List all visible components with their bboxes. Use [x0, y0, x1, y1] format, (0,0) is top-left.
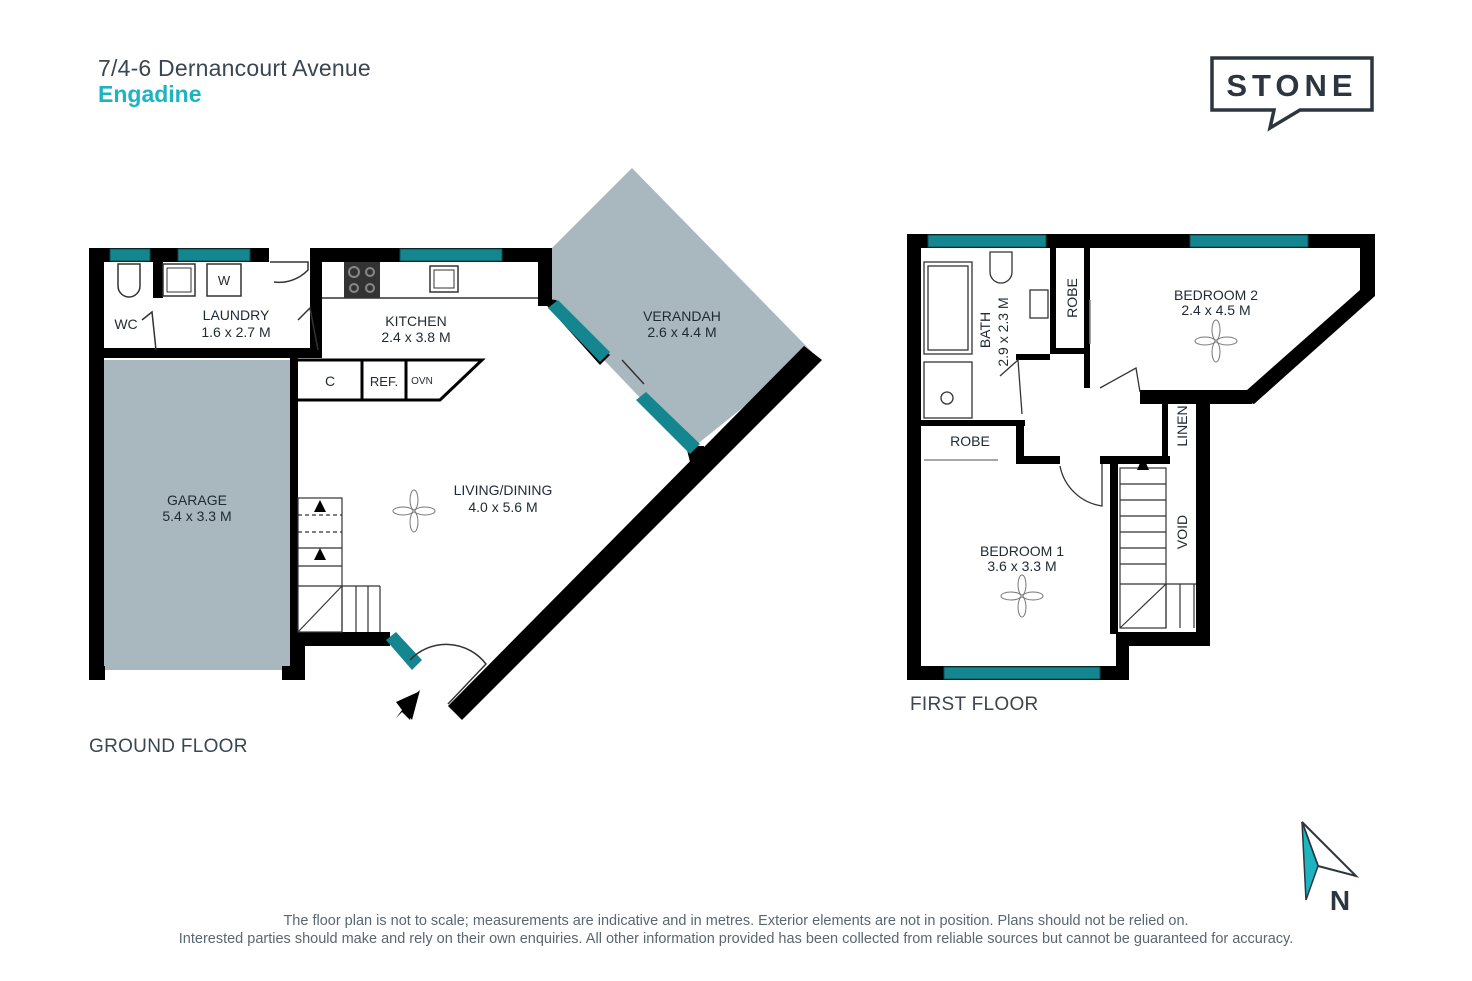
room-dims-bedroom2: 2.4 x 4.5 M [1181, 302, 1250, 318]
room-label-garage: GARAGE [167, 492, 227, 508]
room-dims-bath: 2.9 x 2.3 M [995, 297, 1011, 366]
room-label-bedroom2: BEDROOM 2 [1174, 287, 1258, 303]
disclaimer-line-2: Interested parties should make and rely … [178, 931, 1294, 947]
fixture-cupboard: C [325, 373, 335, 389]
room-label-bedroom1: BEDROOM 1 [980, 543, 1064, 559]
compass-letter: N [1330, 885, 1350, 914]
property-suburb: Engadine [98, 81, 202, 107]
disclaimer-line-1: The floor plan is not to scale; measurem… [283, 913, 1189, 929]
room-dims-bedroom1: 3.6 x 3.3 M [987, 558, 1056, 574]
room-label-robe-mid: ROBE [950, 433, 990, 449]
first-floor-plan: BATH 2.9 x 2.3 M ROBE BEDROOM 2 2.4 x 4.… [907, 234, 1375, 680]
fixture-oven: OVN [411, 376, 433, 387]
fixture-washer: W [218, 273, 231, 288]
room-dims-laundry: 1.6 x 2.7 M [201, 324, 270, 340]
room-label-linen: LINEN [1174, 405, 1190, 446]
room-label-verandah: VERANDAH [643, 308, 721, 324]
room-label-laundry: LAUNDRY [203, 307, 270, 323]
room-label-living: LIVING/DINING [454, 482, 553, 498]
stone-logo: STONE [1210, 56, 1374, 132]
room-label-bath: BATH [977, 312, 993, 348]
room-label-kitchen: KITCHEN [385, 313, 446, 329]
room-dims-kitchen: 2.4 x 3.8 M [381, 329, 450, 345]
room-dims-garage: 5.4 x 3.3 M [162, 508, 231, 524]
ceiling-fan-icon [1000, 574, 1044, 618]
garage-area [104, 360, 290, 670]
ceiling-fan-icon [1194, 319, 1238, 363]
fixture-fridge: REF. [370, 374, 398, 389]
ceiling-fan-icon [392, 489, 436, 533]
ground-floor-label: GROUND FLOOR [89, 736, 248, 757]
north-compass-icon: N [1301, 821, 1360, 914]
first-floor-label: FIRST FLOOR [910, 694, 1039, 715]
verandah-area [548, 168, 812, 450]
room-label-wc: WC [114, 316, 137, 332]
room-label-void: VOID [1174, 515, 1190, 549]
room-label-robe-top: ROBE [1064, 278, 1080, 318]
logo-text: STONE [1226, 68, 1357, 103]
room-dims-living: 4.0 x 5.6 M [468, 499, 537, 515]
ground-floor-plan: WC LAUNDRY 1.6 x 2.7 M W KITCHEN 2.4 x 3… [89, 168, 822, 720]
room-dims-verandah: 2.6 x 4.4 M [647, 324, 716, 340]
property-address: 7/4-6 Dernancourt Avenue [98, 55, 371, 81]
